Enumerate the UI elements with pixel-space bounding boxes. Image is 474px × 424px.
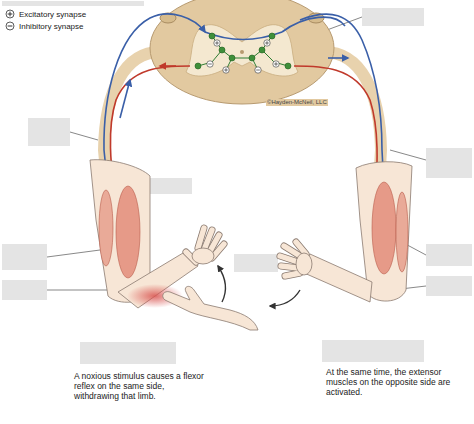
right-arm	[280, 162, 412, 302]
legend: Excitatory synapseInhibitory synapse	[5, 8, 86, 32]
caption-note-box: At the same time, the extensor muscles o…	[326, 368, 466, 397]
left-arm	[90, 160, 258, 330]
caption-note: A noxious stimulus causes a flexor refle…	[74, 372, 206, 401]
legend-row: Excitatory synapse	[5, 8, 86, 20]
synapse-symbol	[5, 21, 15, 31]
grey-matter	[186, 25, 298, 76]
legend-text: Excitatory synapse	[19, 10, 86, 19]
legend-row: Inhibitory synapse	[5, 20, 86, 32]
copyright-note-box: ©Hayden-McNeil, LLC	[266, 90, 346, 108]
copyright-note: ©Hayden-McNeil, LLC	[266, 99, 328, 106]
blank-label-box	[2, 1, 472, 364]
caption-note: At the same time, the extensor muscles o…	[326, 368, 466, 397]
caption-note-box: A noxious stimulus causes a flexor refle…	[74, 372, 206, 401]
synapse-symbol	[5, 9, 15, 19]
interneuron	[195, 33, 291, 73]
movement-arrow	[218, 266, 300, 306]
legend-text: Inhibitory synapse	[19, 22, 83, 31]
central-canal	[240, 50, 244, 54]
